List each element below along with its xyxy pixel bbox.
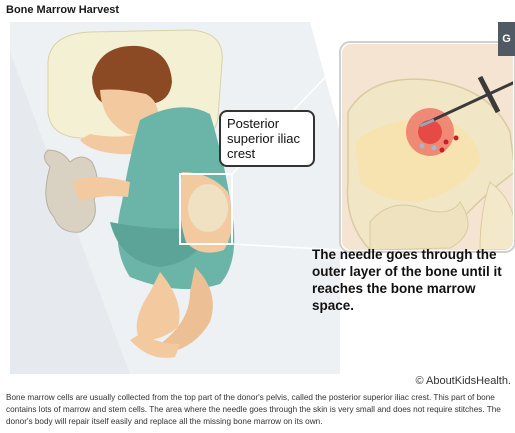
credit: © AboutKidsHealth. bbox=[415, 375, 511, 387]
illustration-svg bbox=[10, 22, 515, 374]
caption: Bone marrow cells are usually collected … bbox=[6, 392, 511, 428]
page-title: Bone Marrow Harvest bbox=[6, 4, 119, 16]
corner-tab: G bbox=[498, 22, 515, 56]
callout-iliac-crest: Posterior superior iliac crest bbox=[219, 110, 315, 167]
illustration bbox=[10, 22, 515, 374]
needle-note: The needle goes through the outer layer … bbox=[312, 246, 512, 314]
